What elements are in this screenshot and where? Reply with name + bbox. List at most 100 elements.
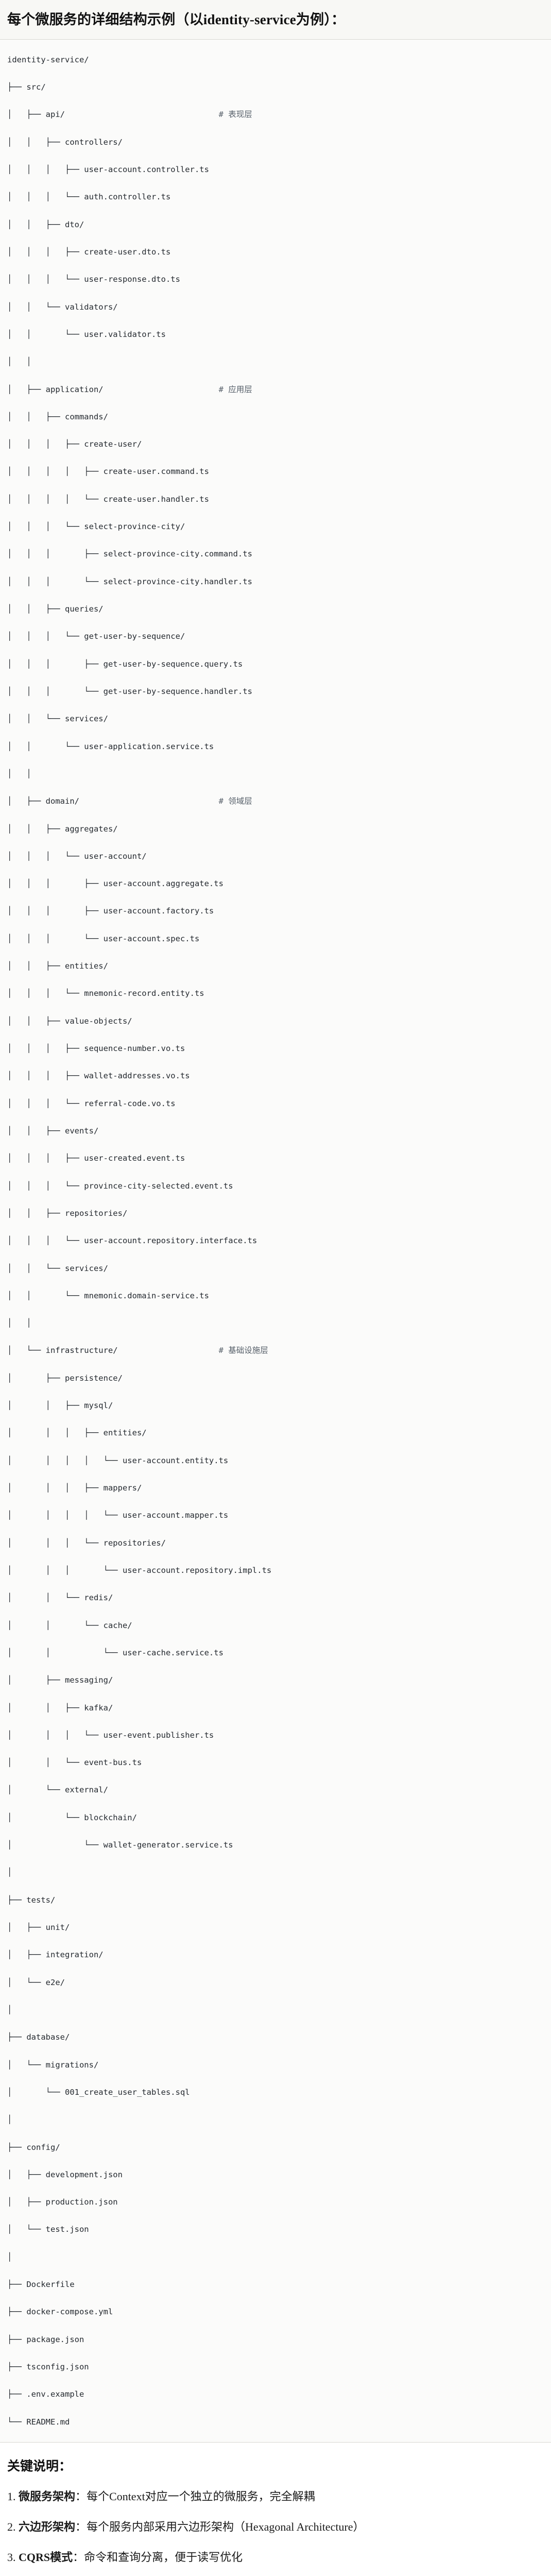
- tree-node-path: ├── .env.example: [7, 2389, 84, 2399]
- tree-node-path: │ └── migrations/: [7, 2060, 99, 2070]
- tree-node-path: │ │ │ └── user-account/: [7, 851, 147, 861]
- tree-line: │ │ └── event-bus.ts: [7, 1756, 544, 1770]
- tree-line: │ │ │ └── mnemonic-record.entity.ts: [7, 987, 544, 1001]
- tree-node-path: │ │: [7, 357, 31, 367]
- tree-node-path: │ ├── integration/: [7, 1950, 104, 1960]
- tree-node-path: │ │ │ ├── wallet-addresses.vo.ts: [7, 1071, 190, 1081]
- tree-line: │ │ │ └── user-account.repository.impl.t…: [7, 1564, 544, 1578]
- tree-node-path: │ │ │ └── user-account.repository.interf…: [7, 1236, 257, 1246]
- tree-node-path: │ │ ├── commands/: [7, 412, 108, 421]
- tree-node-path: │ │ ├── aggregates/: [7, 824, 118, 834]
- tree-comment-spacer: [79, 796, 219, 806]
- tree-node-path: │ │ ├── entities/: [7, 961, 108, 971]
- tree-line: │: [7, 2113, 544, 2127]
- tree-line: ├── database/: [7, 2030, 544, 2044]
- tree-node-path: │ ├── persistence/: [7, 1373, 123, 1383]
- tree-line: │ └── external/: [7, 1783, 544, 1797]
- tree-line: │ ├── messaging/: [7, 1673, 544, 1687]
- tree-line: │ │ │ └── user-response.dto.ts: [7, 273, 544, 286]
- tree-line: │ │ │ └── referral-code.vo.ts: [7, 1097, 544, 1111]
- tree-node-path: │ │ │ ├── user-account.factory.ts: [7, 906, 214, 916]
- tree-node-path: │ │ │ └── mnemonic-record.entity.ts: [7, 989, 204, 998]
- tree-line: ├── tests/: [7, 1893, 544, 1907]
- tree-line: │ │ │ └── auth.controller.ts: [7, 190, 544, 204]
- tree-node-path: │ └── wallet-generator.service.ts: [7, 1840, 233, 1850]
- tree-node-path: │ │ │ └── auth.controller.ts: [7, 192, 171, 202]
- tree-line: │ │ └── services/: [7, 1262, 544, 1276]
- tree-line: │ ├── production.json: [7, 2195, 544, 2209]
- tree-line: │ │ │ ├── mappers/: [7, 1481, 544, 1495]
- tree-line: │ │ │ └── select-province-city.handler.t…: [7, 575, 544, 589]
- tree-line: │ │ │ ├── user-account.controller.ts: [7, 163, 544, 177]
- tree-node-path: │ │ ├── kafka/: [7, 1703, 113, 1713]
- tree-node-path: │ │ │ ├── select-province-city.command.t…: [7, 549, 252, 559]
- tree-node-path: ├── config/: [7, 2142, 60, 2152]
- tree-node-path: │ │ ├── dto/: [7, 219, 84, 229]
- tree-line: │ │: [7, 355, 544, 369]
- tree-line: ├── src/: [7, 80, 544, 94]
- tree-node-path: │ │ └── mnemonic.domain-service.ts: [7, 1291, 209, 1300]
- key-note-number: 1.: [7, 2490, 16, 2503]
- tree-line: │: [7, 2250, 544, 2264]
- tree-line: │ └── wallet-generator.service.ts: [7, 1838, 544, 1852]
- tree-node-path: │ │ └── event-bus.ts: [7, 1758, 142, 1768]
- tree-line: │ └── 001_create_user_tables.sql: [7, 2086, 544, 2099]
- tree-line: │ │ └── user-cache.service.ts: [7, 1646, 544, 1660]
- tree-line: │ │ │ ├── user-account.aggregate.ts: [7, 877, 544, 891]
- tree-node-path: │ │: [7, 1318, 31, 1328]
- tree-node-path: │ │ └── validators/: [7, 302, 118, 312]
- tree-line: │ │ └── cache/: [7, 1619, 544, 1633]
- tree-node-path: │ │ └── services/: [7, 1263, 108, 1273]
- tree-line: │ │ └── redis/: [7, 1591, 544, 1605]
- tree-node-path: └── README.md: [7, 2417, 70, 2427]
- tree-line: │ │ └── mnemonic.domain-service.ts: [7, 1289, 544, 1303]
- tree-line: │ ├── persistence/: [7, 1371, 544, 1385]
- tree-node-path: │ ├── unit/: [7, 1923, 70, 1932]
- tree-node-path: │ └── external/: [7, 1785, 108, 1795]
- key-note-text: ：命令和查询分离，便于读写优化: [73, 2551, 243, 2564]
- tree-line: │ └── test.json: [7, 2223, 544, 2236]
- tree-line: │ └── infrastructure/ # 基础设施层: [7, 1344, 544, 1358]
- tree-line: └── README.md: [7, 2415, 544, 2429]
- tree-node-path: │ ├── development.json: [7, 2170, 123, 2179]
- tree-line: │ │ │ ├── select-province-city.command.t…: [7, 547, 544, 561]
- tree-line: │ │ │ ├── user-created.event.ts: [7, 1151, 544, 1165]
- tree-line: │ │ │ ├── create-user.dto.ts: [7, 245, 544, 259]
- tree-line: │ │ │ └── user-event.publisher.ts: [7, 1728, 544, 1742]
- directory-tree: identity-service/ ├── src/ │ ├── api/ # …: [7, 53, 544, 2429]
- tree-line: │ ├── development.json: [7, 2168, 544, 2182]
- tree-node-path: ├── tsconfig.json: [7, 2362, 89, 2371]
- tree-line: │ └── e2e/: [7, 1976, 544, 1990]
- key-notes-title: 关键说明：: [7, 2460, 72, 2474]
- tree-node-path: │ │ │ ├── user-account.aggregate.ts: [7, 879, 223, 889]
- tree-line: │ │ ├── kafka/: [7, 1701, 544, 1715]
- tree-line: │ │ ├── dto/: [7, 218, 544, 232]
- key-note-item: 2. 六边形架构：每个服务内部采用六边形架构（Hexagonal Archite…: [7, 2518, 544, 2535]
- tree-line: │ │ ├── mysql/: [7, 1399, 544, 1413]
- tree-node-path: │ │ │ └── user-account.repository.impl.t…: [7, 1565, 272, 1575]
- tree-layer-comment: # 基础设施层: [218, 1346, 268, 1355]
- tree-node-path: │ │ │ └── user-account.spec.ts: [7, 934, 200, 943]
- tree-node-path: │ │ └── cache/: [7, 1620, 132, 1630]
- tree-line: │ │ └── user.validator.ts: [7, 328, 544, 342]
- heading-section: 每个微服务的详细结构示例（以identity-service为例）：: [0, 0, 551, 40]
- tree-comment-spacer: [118, 1346, 219, 1355]
- tree-line: │ │ │ ├── entities/: [7, 1426, 544, 1440]
- tree-line: │ │ ├── queries/: [7, 602, 544, 616]
- tree-node-path: │ │: [7, 769, 31, 778]
- tree-layer-comment: # 应用层: [218, 384, 252, 394]
- tree-line: │ │: [7, 767, 544, 781]
- tree-node-path: │: [7, 2252, 12, 2262]
- tree-line: │ ├── domain/ # 领域层: [7, 794, 544, 808]
- tree-line: │ │ └── services/: [7, 712, 544, 726]
- tree-line: │ ├── integration/: [7, 1948, 544, 1962]
- tree-node-path: ├── database/: [7, 2032, 70, 2042]
- tree-node-path: │ │ ├── mysql/: [7, 1401, 113, 1411]
- tree-line: │: [7, 2003, 544, 2017]
- tree-line: │ │ ├── entities/: [7, 959, 544, 973]
- tree-node-path: │ │ │ └── user-response.dto.ts: [7, 275, 180, 284]
- tree-node-path: │ │ │ └── get-user-by-sequence/: [7, 632, 185, 641]
